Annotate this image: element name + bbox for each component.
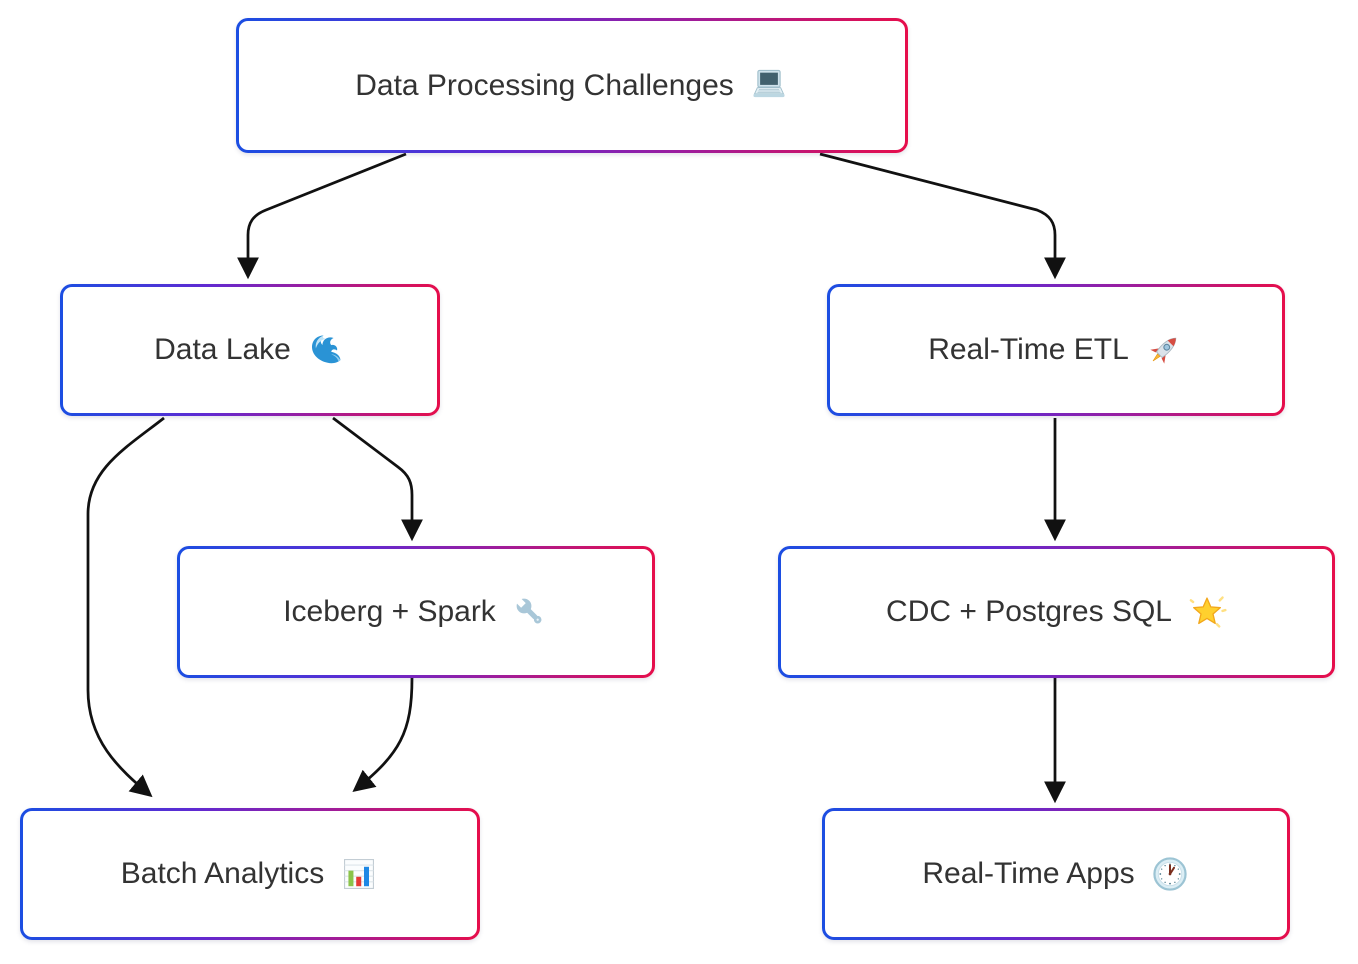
rocket-icon	[1144, 330, 1184, 370]
node-label: Data Processing Challenges	[355, 68, 734, 102]
node-data-processing-challenges: Data Processing Challenges	[236, 18, 908, 153]
node-real-time-etl: Real-Time ETL	[827, 284, 1285, 416]
edge-iceberg-spark-batch-analytics	[352, 677, 414, 793]
node-real-time-apps: Real-Time Apps	[822, 808, 1290, 940]
node-label: CDC + Postgres SQL	[886, 595, 1172, 628]
node-label: Real-Time Apps	[922, 857, 1135, 890]
node-cdc-postgres: CDC + Postgres SQL	[778, 546, 1335, 678]
node-iceberg-spark: Iceberg + Spark	[177, 546, 655, 678]
node-label: Real-Time ETL	[928, 333, 1129, 366]
clock-one-oclock-icon	[1150, 854, 1190, 894]
node-data-lake: Data Lake	[60, 284, 440, 416]
node-label: Batch Analytics	[120, 857, 325, 890]
wrench-icon	[511, 593, 549, 631]
bar-chart-icon	[339, 854, 379, 894]
edge-challenges-data-lake	[237, 152, 407, 280]
node-batch-analytics: Batch Analytics	[20, 808, 480, 940]
edge-data-lake-iceberg-spark	[332, 416, 423, 542]
node-label: Iceberg + Spark	[283, 595, 496, 628]
node-label: Data Lake	[154, 333, 291, 366]
laptop-icon	[749, 66, 789, 106]
water-wave-icon	[306, 330, 346, 370]
glowing-star-icon	[1187, 592, 1227, 632]
edge-data-lake-batch-analytics	[86, 416, 165, 798]
edge-challenges-real-time-etl	[819, 152, 1066, 280]
